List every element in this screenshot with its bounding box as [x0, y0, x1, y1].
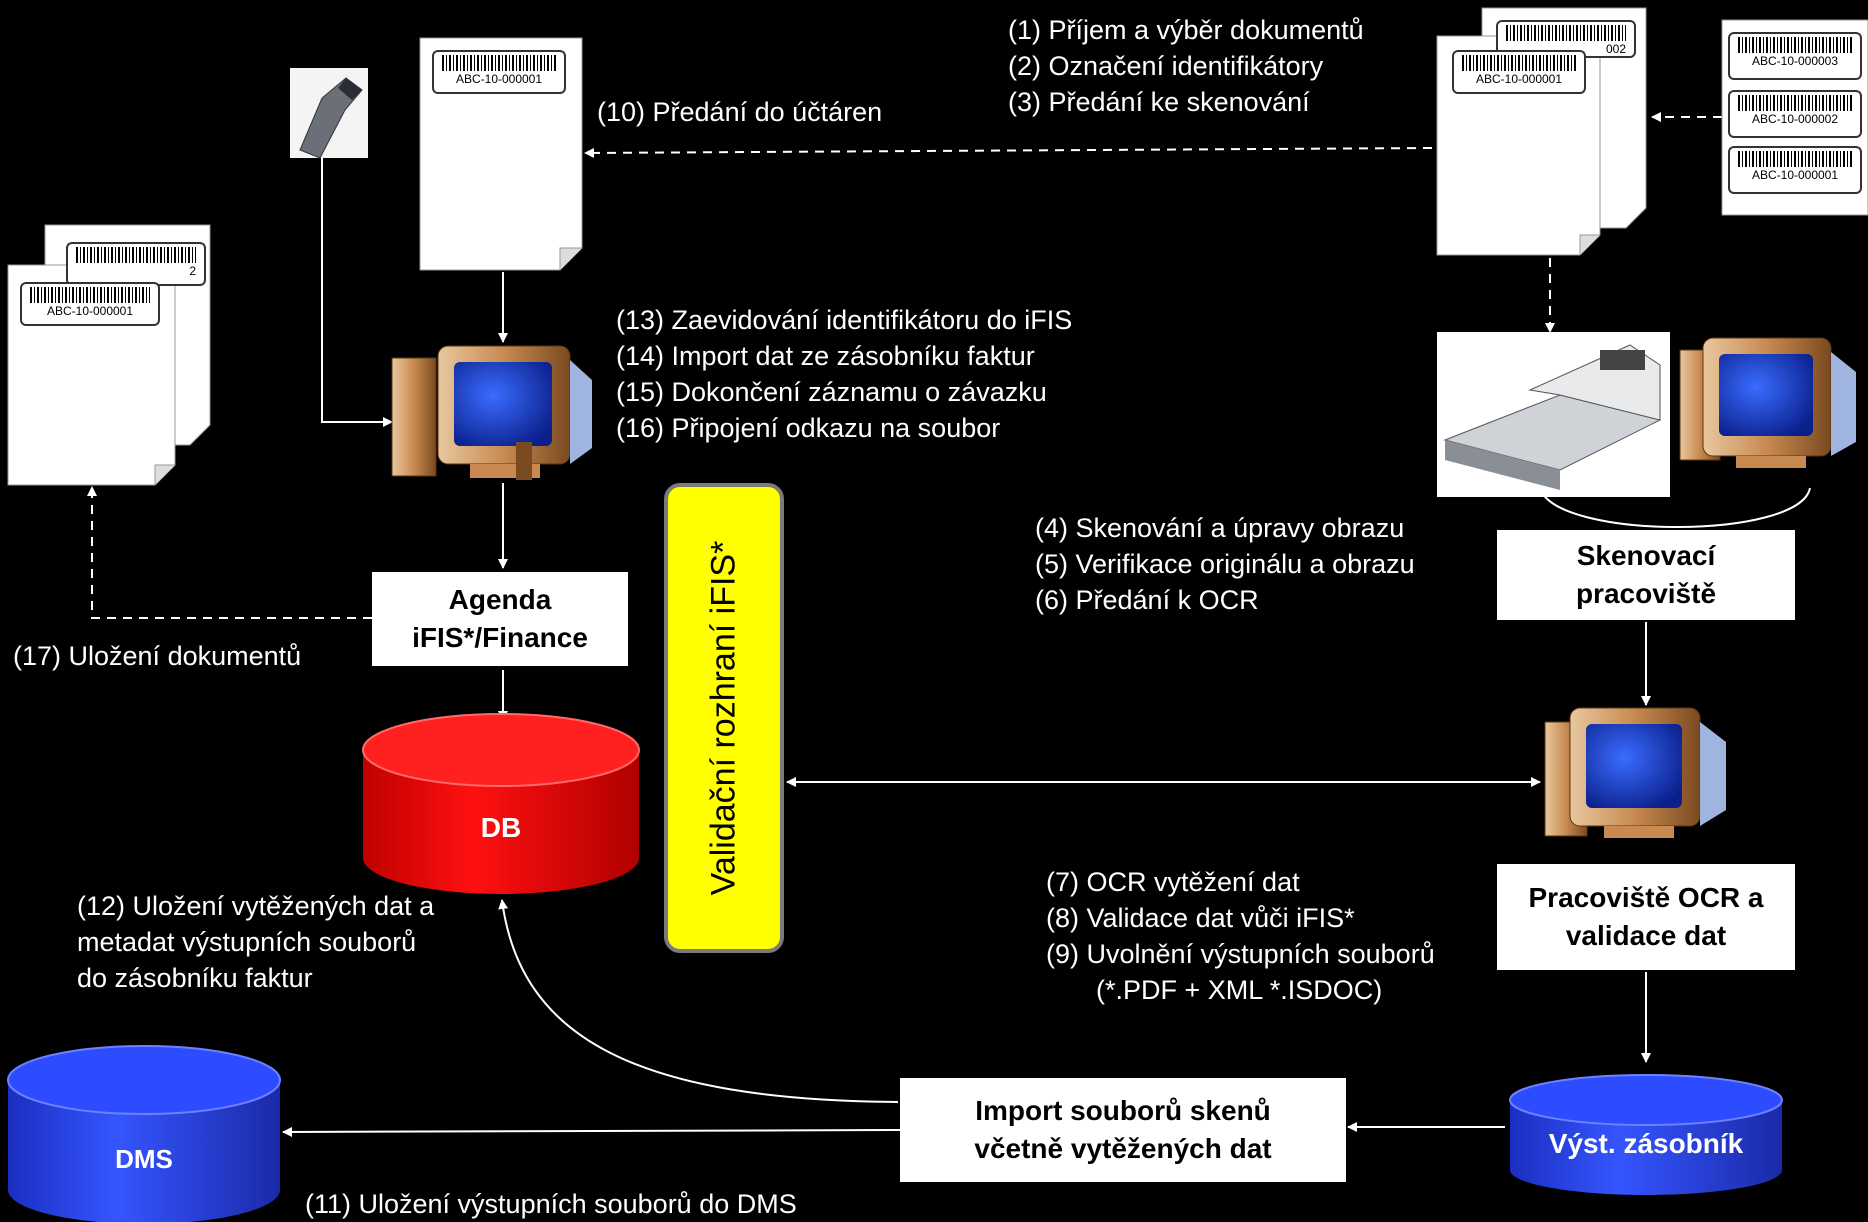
- steps-ifis: (13) Zaevidování identifikátoru do iFIS(…: [616, 305, 1073, 443]
- dms-label: DMS: [115, 1144, 173, 1174]
- db-label: DB: [480, 812, 522, 843]
- dms-cylinder: [7, 1045, 281, 1222]
- pc-scan-icon: [1679, 337, 1856, 468]
- id-label-3: ABC-10-000003: [1728, 32, 1862, 80]
- barcode-label-right-front: ABC-10-000001: [1452, 50, 1586, 94]
- barcode-reader-icon: [290, 68, 368, 159]
- id-label-1: ABC-10-000001: [1728, 146, 1862, 194]
- document-scanner-icon: [1437, 332, 1670, 497]
- steps-scan: (4) Skenování a úpravy obrazu(5) Verifik…: [1035, 513, 1415, 615]
- step-10: (10) Předání do účtáren: [597, 97, 883, 127]
- barcode-label-left-front: ABC-10-000001: [20, 282, 160, 326]
- db-cylinder: [362, 713, 640, 894]
- steps-ocr: (7) OCR vytěžení dat(8) Validace dat vůč…: [1046, 867, 1435, 1005]
- arrow-to-uctarny: [584, 147, 1433, 158]
- step-11: (11) Uložení výstupních souborů do DMS: [305, 1189, 797, 1219]
- scan-station-arc: [1539, 487, 1811, 528]
- steps-top: (1) Příjem a výběr dokumentů(2) Označení…: [1008, 15, 1364, 117]
- validation-interface-box: Validační rozhraní iFIS*: [664, 483, 784, 953]
- arrow-import-to-dms: [282, 1126, 901, 1137]
- validation-interface-label: Validační rozhraní iFIS*: [704, 540, 743, 896]
- arrow-reader-to-pc: [321, 150, 393, 427]
- vyst-label: Výst. zásobník: [1548, 1128, 1744, 1159]
- barcode-label-left-back: 2: [66, 242, 206, 286]
- id-label-2: ABC-10-000002: [1728, 90, 1862, 138]
- doc-top-center: [419, 37, 583, 271]
- arrow-import-to-db: [498, 899, 899, 1103]
- barcode-label-top-center: ABC-10-000001: [432, 50, 566, 94]
- pc-center-icon: [391, 345, 592, 480]
- vyst-cylinder: [1509, 1074, 1783, 1195]
- step-17: (17) Uložení dokumentů: [13, 641, 302, 671]
- arrow-agenda-to-archive: [87, 486, 372, 619]
- pc-ocr-icon: [1544, 707, 1726, 838]
